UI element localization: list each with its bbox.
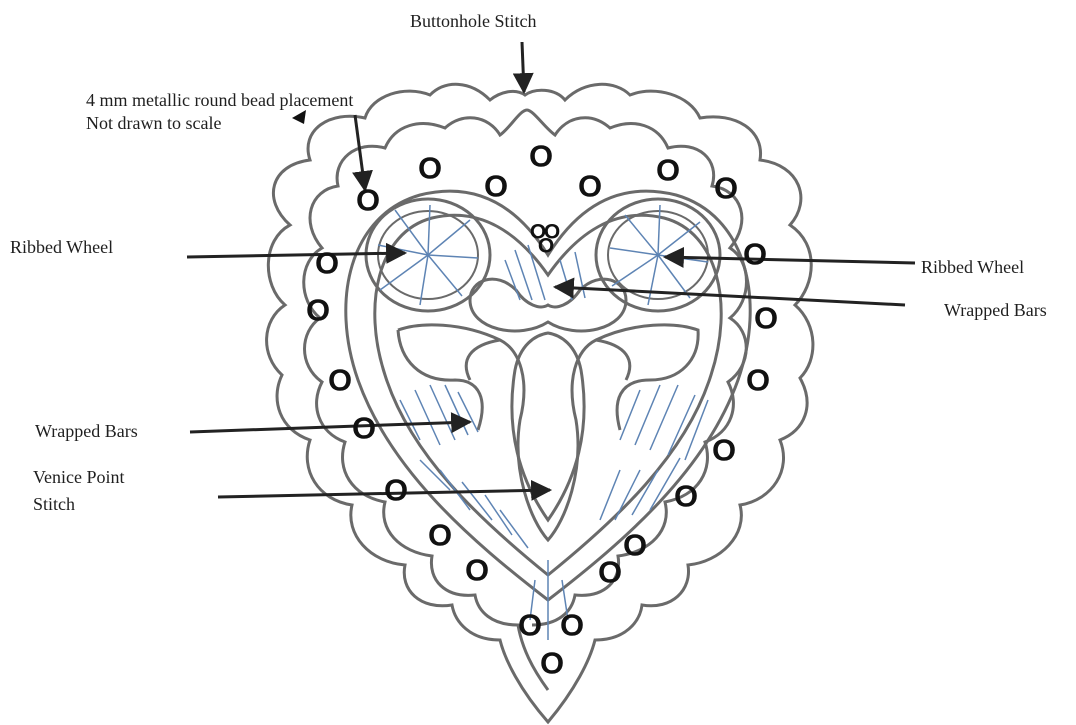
label-wrapped-bars-right: Wrapped Bars [944, 299, 1047, 321]
bead-marker: O [754, 303, 778, 334]
arrow-ribbed-right [665, 257, 915, 263]
bead-marker: O [356, 185, 380, 216]
label-bead-placement: 4 mm metallic round bead placement [86, 89, 353, 111]
bead-label-triangle [292, 110, 306, 124]
label-ribbed-wheel-right: Ribbed Wheel [921, 256, 1024, 278]
bead-marker: O [418, 153, 442, 184]
bead-marker: O [315, 248, 339, 279]
bead-marker: O [746, 365, 770, 396]
bead-marker: O [674, 481, 698, 512]
bead-marker: O [328, 365, 352, 396]
bead-marker: O [743, 239, 767, 270]
arrow-wrapped-right [555, 287, 905, 305]
label-wrapped-bars-left: Wrapped Bars [35, 420, 138, 442]
bead-marker: O [484, 171, 508, 202]
bead-marker: O [465, 555, 489, 586]
arrow-bead [355, 115, 365, 190]
bead-marker: O [712, 435, 736, 466]
bead-marker: O [529, 141, 553, 172]
bead-marker: O [428, 520, 452, 551]
bead-marker: O [714, 173, 738, 204]
label-ribbed-wheel-left: Ribbed Wheel [10, 236, 113, 258]
bead-marker: O [560, 610, 584, 641]
bead-marker: O [306, 295, 330, 326]
bead-marker: O [656, 155, 680, 186]
arrow-buttonhole [522, 42, 524, 92]
bead-marker: O [538, 236, 554, 257]
bead-marker: O [623, 530, 647, 561]
wrapped-bar-lines [400, 245, 708, 640]
arrow-wrapped-left [190, 422, 470, 432]
bead-marker: O [578, 171, 602, 202]
bead-marker: O [352, 413, 376, 444]
bead-marker: O [540, 648, 564, 679]
bead-marker: O [518, 610, 542, 641]
label-buttonhole-stitch: Buttonhole Stitch [410, 10, 537, 32]
arrow-ribbed-left [187, 253, 405, 257]
bead-marker: O [384, 475, 408, 506]
label-venice-point: Venice Point [33, 466, 125, 488]
bead-marker: O [598, 557, 622, 588]
label-not-to-scale: Not drawn to scale [86, 112, 221, 134]
label-venice-stitch: Stitch [33, 493, 75, 515]
central-bow-loops [470, 279, 626, 331]
